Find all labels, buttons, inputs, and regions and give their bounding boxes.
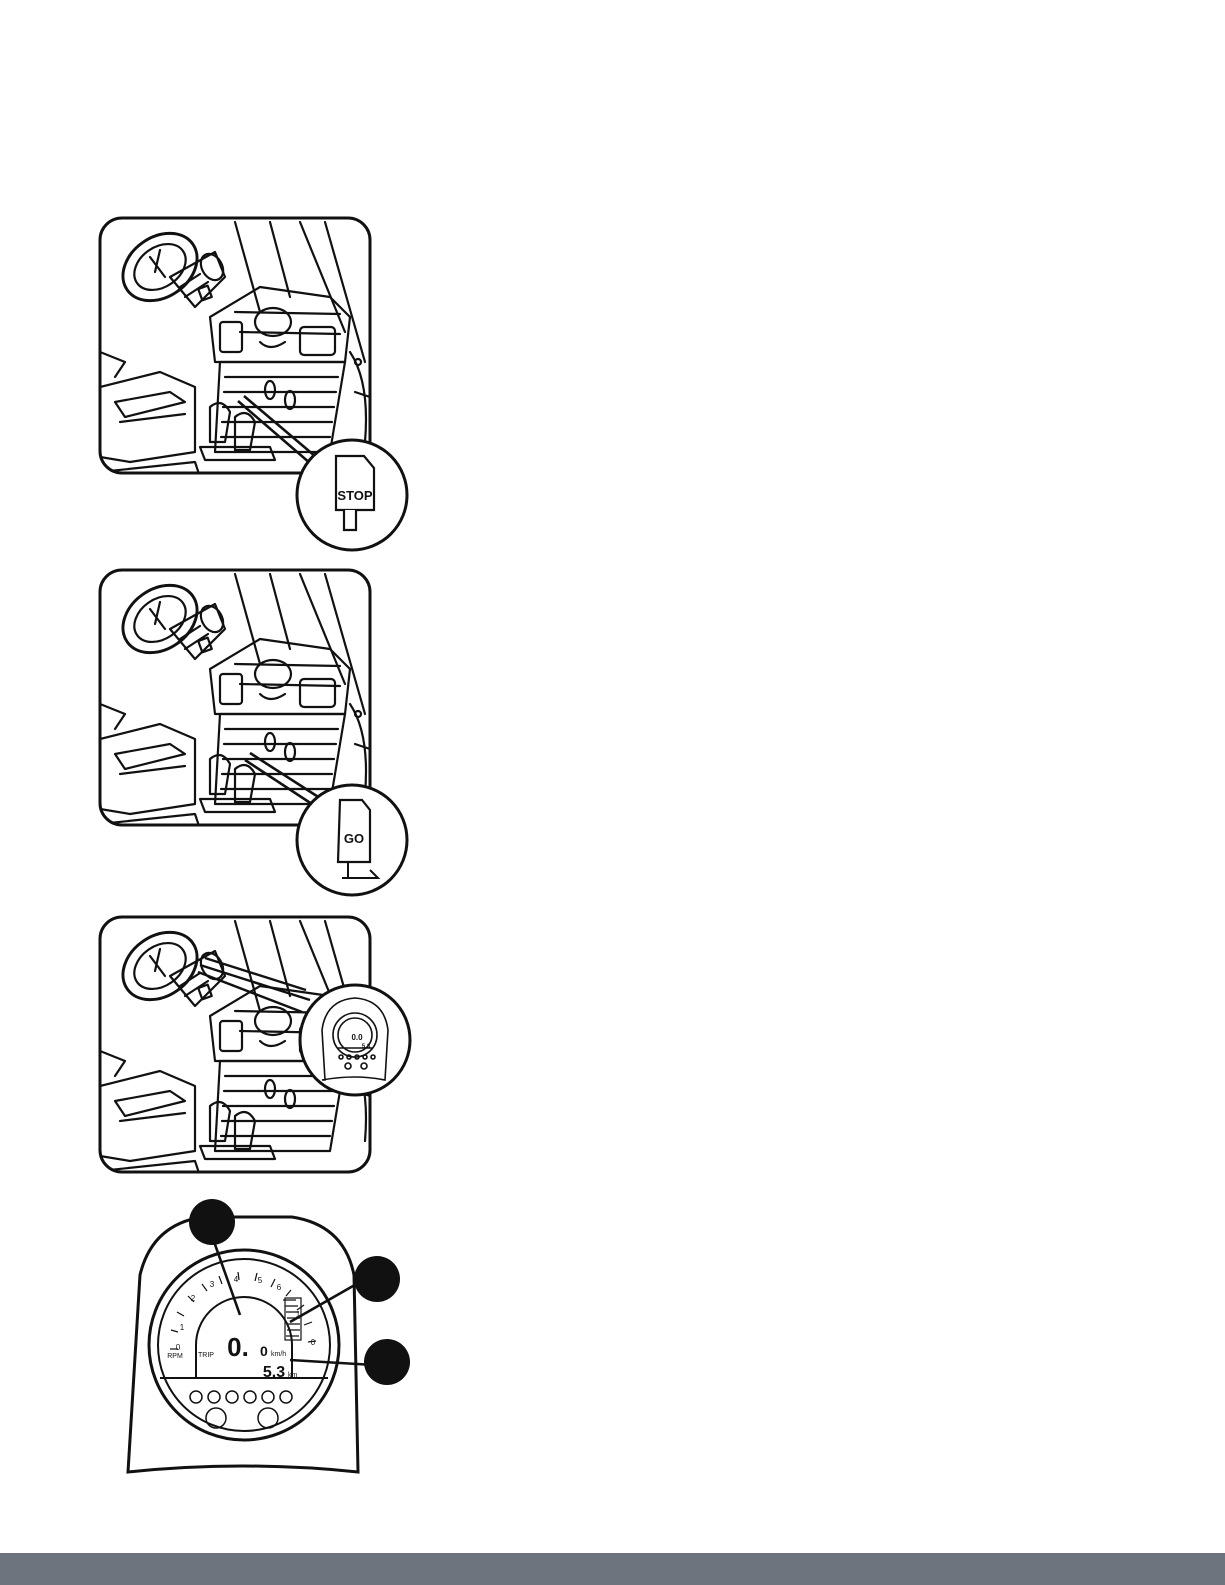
panel-stop: STOP	[100, 218, 407, 550]
callout-marker-battery	[354, 1256, 400, 1302]
stop-label: STOP	[337, 488, 372, 503]
tick-label: 1	[296, 1310, 301, 1319]
tick-label: 1	[180, 1323, 185, 1332]
display-detail	[128, 1217, 374, 1472]
trip-unit: km	[288, 1372, 298, 1379]
trip-readout: 5.3	[263, 1364, 285, 1381]
speed-decimal: 0	[260, 1343, 268, 1359]
tick-label: 5	[258, 1276, 263, 1285]
rpm-label: RPM	[167, 1353, 183, 1360]
tick-label: 3	[210, 1280, 215, 1289]
callout-marker-speed	[189, 1199, 235, 1245]
go-label: GO	[344, 831, 364, 846]
tick-label: 0	[311, 1338, 316, 1347]
tick-label: 4	[234, 1275, 239, 1284]
trip-label: TRIP	[198, 1352, 214, 1359]
speed-readout: 0.	[227, 1332, 249, 1362]
panel-go: GO	[100, 570, 407, 895]
tick-label: 2	[191, 1294, 196, 1303]
panel-dashboard: 0.0 5.3	[100, 917, 410, 1176]
callout-marker-trip	[364, 1339, 410, 1385]
mini-trip: 5.3	[362, 1044, 371, 1050]
tick-label: 6	[277, 1283, 282, 1292]
mini-speed: 0.0	[351, 1033, 363, 1042]
tick-label: 0	[176, 1343, 181, 1352]
speed-unit: km/h	[271, 1351, 286, 1358]
footer-bar	[0, 1553, 1225, 1585]
